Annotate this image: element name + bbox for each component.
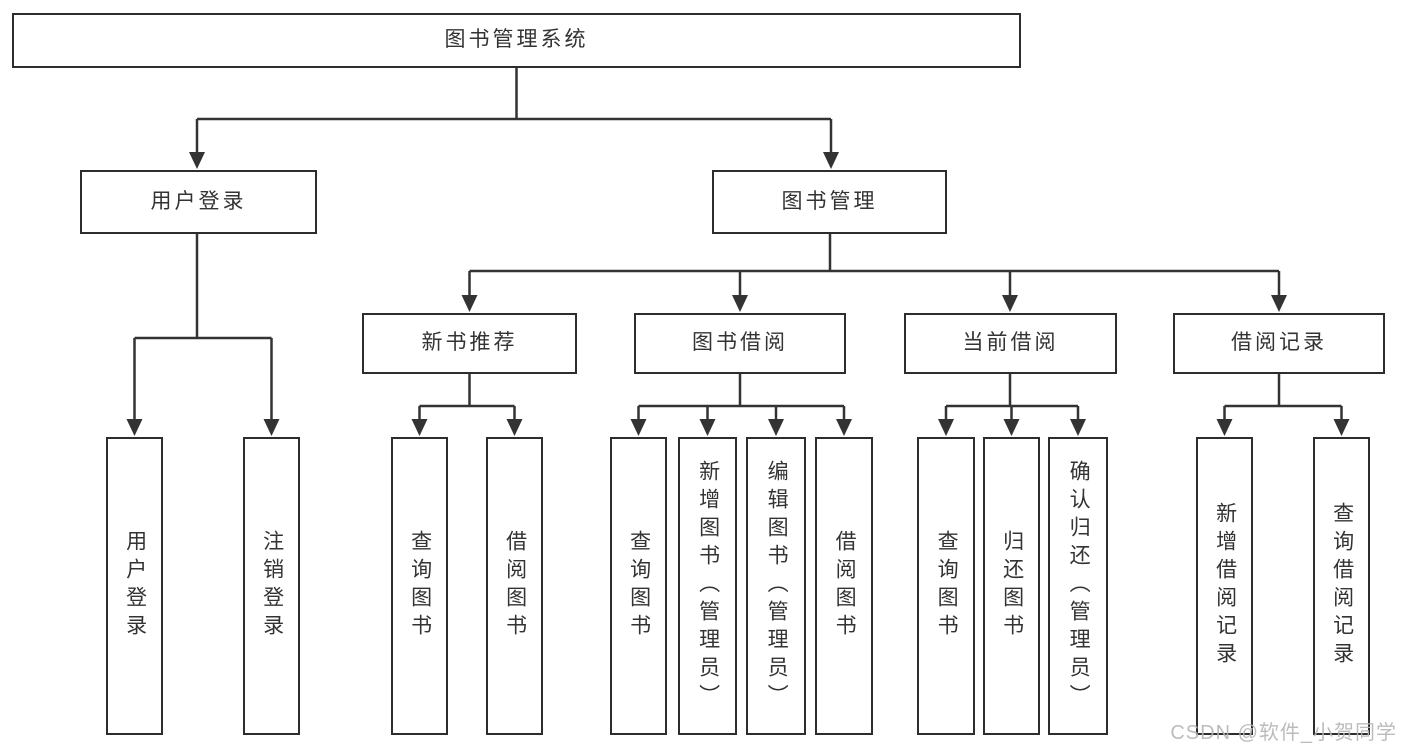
leaf-recommend-query-books: 查询图书 [391,437,448,735]
node-root: 图书管理系统 [12,13,1021,68]
leaf-add-borrow-record: 新增借阅记录 [1196,437,1253,735]
leaf-edit-books-admin: 编辑图书（管理员） [746,437,806,735]
leaf-current-query-books: 查询图书 [917,437,975,735]
connector-book-management [468,234,1281,295]
node-book-management: 图书管理 [712,170,947,234]
node-borrow-records-label: 借阅记录 [1231,331,1327,355]
node-user-login: 用户登录 [80,170,317,234]
leaf-current-query-books-label: 查询图书 [935,530,959,642]
arrow-down-icon [411,419,428,436]
leaf-borrow-query-books: 查询图书 [610,437,667,735]
leaf-query-borrow-record-label: 查询借阅记录 [1330,502,1354,670]
leaf-add-books-admin-label: 新增图书（管理员） [696,460,720,712]
node-user-login-label: 用户登录 [150,189,247,213]
leaf-recommend-query-books-label: 查询图书 [408,530,432,642]
node-book-management-label: 图书管理 [781,189,878,213]
leaf-edit-books-admin-label: 编辑图书（管理员） [765,460,789,712]
node-new-book-recommend: 新书推荐 [362,313,577,374]
connector-user-login [133,234,273,419]
leaf-confirm-return-admin-label: 确认归还（管理员） [1067,460,1091,712]
arrowheads [126,152,1350,436]
leaf-logout-label: 注销登录 [260,530,284,642]
node-borrow-records: 借阅记录 [1173,313,1385,374]
connector-current-borrow [944,374,1080,419]
connector-borrow-records [1223,374,1343,419]
arrow-down-icon [263,419,280,436]
arrow-down-icon [768,419,784,436]
leaf-add-books-admin: 新增图书（管理员） [678,437,737,735]
arrow-down-icon [189,152,205,169]
arrow-down-icon [699,419,716,436]
arrow-down-icon [836,419,852,436]
leaf-recommend-borrow-books: 借阅图书 [486,437,543,735]
arrow-down-icon [938,419,954,436]
arrow-down-icon [506,419,523,436]
node-new-book-recommend-label: 新书推荐 [421,331,518,355]
node-current-borrow: 当前借阅 [904,313,1117,374]
leaf-borrow-query-books-label: 查询图书 [627,530,651,642]
connector-book-borrow [637,374,846,419]
leaf-return-books-label: 归还图书 [1000,530,1024,642]
leaf-return-books: 归还图书 [983,437,1040,735]
arrow-down-icon [1271,295,1287,312]
connector-lines [133,68,1343,419]
node-current-borrow-label: 当前借阅 [962,331,1059,355]
arrow-down-icon [1002,295,1018,312]
leaf-recommend-borrow-books-label: 借阅图书 [503,530,527,642]
node-root-label: 图书管理系统 [444,28,589,52]
arrow-down-icon [630,419,647,436]
leaf-confirm-return-admin: 确认归还（管理员） [1048,437,1108,735]
leaf-logout: 注销登录 [243,437,300,735]
node-book-borrow: 图书借阅 [634,313,846,374]
arrow-down-icon [1003,419,1020,436]
arrow-down-icon [823,152,839,169]
leaf-add-borrow-record-label: 新增借阅记录 [1213,502,1237,670]
arrow-down-icon [732,295,748,312]
node-book-borrow-label: 图书借阅 [692,331,788,355]
connector-new-book-recommend [418,374,516,419]
leaf-borrow-books-label: 借阅图书 [833,530,857,642]
arrow-down-icon [1070,419,1086,436]
arrow-down-icon [1216,419,1233,436]
leaf-user-login: 用户登录 [106,437,163,735]
csdn-watermark: CSDN @软件_小贺同学 [1170,722,1397,744]
connector-root [195,68,833,152]
leaf-borrow-books: 借阅图书 [815,437,873,735]
arrow-down-icon [126,419,143,436]
arrow-down-icon [461,295,478,312]
arrow-down-icon [1333,419,1350,436]
leaf-user-login-label: 用户登录 [123,530,147,642]
leaf-query-borrow-record: 查询借阅记录 [1313,437,1370,735]
